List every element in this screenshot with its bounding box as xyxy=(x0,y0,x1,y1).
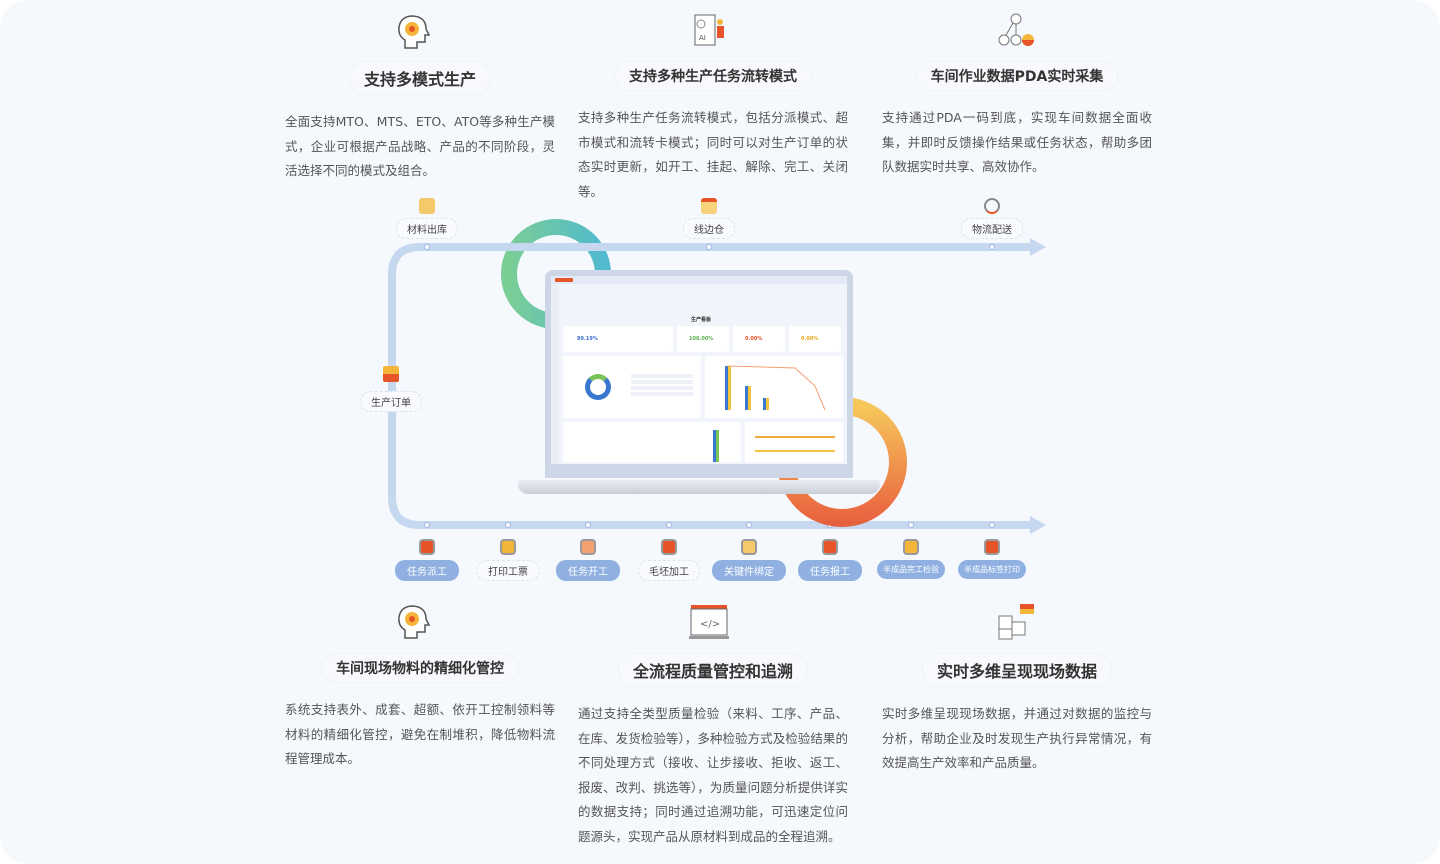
feature-text: 全面支持MTO、MTS、ETO、ATO等多种生产模式，企业可根据产品战略、产品的… xyxy=(285,114,555,178)
feature-title: 支持多模式生产 xyxy=(349,62,490,94)
flow-node-production-order[interactable]: 生产订单 xyxy=(360,391,422,412)
flow-node-step[interactable]: 毛坯加工 xyxy=(638,560,700,581)
flow-node-line-side-warehouse[interactable]: 线边仓 xyxy=(683,218,735,239)
flow-step-icon xyxy=(580,539,596,555)
feature-title: 实时多维呈现现场数据 xyxy=(922,654,1111,686)
feature-text: 支持多种生产任务流转模式，包括分派模式、超市模式和流转卡模式；同时可以对生产订单… xyxy=(578,110,848,199)
bar-line-panel xyxy=(705,356,843,418)
flow-node-step[interactable]: 关键件绑定 xyxy=(712,560,786,581)
feature-quality: 全流程质量管控和追溯 通过支持全类型质量检验（来料、工序、产品、在库、发货检验等… xyxy=(578,654,848,849)
arrow-bottom xyxy=(1030,516,1046,534)
feature-text: 支持通过PDA一码到底，实现车间数据全面收集，并即时反馈操作结果或任务状态，帮助… xyxy=(882,110,1152,174)
logistics-icon xyxy=(984,198,1000,214)
donut-panel xyxy=(563,356,701,418)
flow-node-step[interactable]: 半成品标签打印 xyxy=(958,560,1026,579)
app-logo xyxy=(555,278,573,282)
flow-step-icon xyxy=(822,539,838,555)
svg-text:</>: </> xyxy=(700,619,720,630)
feature-title: 车间现场物料的精细化管控 xyxy=(322,654,518,682)
app-sidebar xyxy=(551,284,559,464)
flow-node-material-out[interactable]: 材料出库 xyxy=(396,218,458,239)
dashboard-screenshot: 生产看板 89.19% 100.00% 0.00% 0.00% xyxy=(551,276,847,464)
feature-title: 支持多种生产任务流转模式 xyxy=(615,62,811,90)
laptop-screen: 生产看板 89.19% 100.00% 0.00% 0.00% xyxy=(545,270,853,478)
flow-node-step[interactable]: 半成品完工检验 xyxy=(877,560,945,579)
puzzle-flag-icon xyxy=(998,604,1034,640)
feature-pda: 车间作业数据PDA实时采集 支持通过PDA一码到底，实现车间数据全面收集，并即时… xyxy=(882,62,1152,180)
kpi-card: 89.19% xyxy=(563,326,673,352)
feature-task-flow: 支持多种生产任务流转模式 支持多种生产任务流转模式，包括分派模式、超市模式和流转… xyxy=(578,62,848,204)
kpi-card: 0.00% xyxy=(733,326,785,352)
trend-panel xyxy=(563,422,741,462)
network-nodes-icon xyxy=(998,13,1034,46)
app-topbar xyxy=(551,276,847,284)
feature-text: 实时多维呈现现场数据，并通过对数据的监控与分析，帮助企业及时发现生产执行异常情况… xyxy=(882,706,1152,770)
flow-step-icon xyxy=(741,539,757,555)
feature-text: 系统支持表外、成套、超额、依开工控制领料等材料的精细化管控，避免在制堆积，降低物… xyxy=(285,702,555,766)
dashboard-title: 生产看板 xyxy=(691,317,712,323)
feature-title: 车间作业数据PDA实时采集 xyxy=(916,62,1118,90)
feature-material-control: 车间现场物料的精细化管控 系统支持表外、成套、超额、依开工控制领料等材料的精细化… xyxy=(285,654,555,772)
head-gear-icon xyxy=(398,15,431,49)
flow-node-logistics[interactable]: 物流配送 xyxy=(961,218,1023,239)
flow-node-step[interactable]: 打印工票 xyxy=(477,560,539,581)
donut-chart xyxy=(585,374,611,400)
flow-node-step[interactable]: 任务开工 xyxy=(556,560,620,581)
progress-panel xyxy=(745,422,843,462)
feature-realtime-data: 实时多维呈现现场数据 实时多维呈现现场数据，并通过对数据的监控与分析，帮助企业及… xyxy=(882,654,1152,776)
laptop-base xyxy=(518,480,880,494)
production-order-icon xyxy=(383,366,399,382)
code-monitor-icon: </> xyxy=(689,605,729,639)
flow-node-step[interactable]: 任务报工 xyxy=(798,560,862,581)
arrow-top xyxy=(1030,238,1046,256)
flow-node-step[interactable]: 任务派工 xyxy=(395,560,459,581)
kpi-card: 0.00% xyxy=(789,326,841,352)
feature-title: 全流程质量管控和追溯 xyxy=(618,654,807,686)
feature-multi-mode: 支持多模式生产 全面支持MTO、MTS、ETO、ATO等多种生产模式，企业可根据… xyxy=(285,62,555,184)
flow-step-icon xyxy=(419,539,435,555)
svg-text:AI: AI xyxy=(699,34,706,42)
feature-text: 通过支持全类型质量检验（来料、工序、产品、在库、发货检验等），多种检验方式及检验… xyxy=(578,706,848,844)
ai-worker-icon: AI xyxy=(694,14,724,46)
kpi-card: 100.00% xyxy=(677,326,729,352)
line-side-warehouse-icon xyxy=(701,198,717,214)
flow-step-icon xyxy=(661,539,677,555)
track-path xyxy=(388,243,1032,529)
flow-step-icon xyxy=(903,539,919,555)
flow-step-icon xyxy=(984,539,1000,555)
material-out-icon xyxy=(419,198,435,214)
head-gear-icon xyxy=(398,605,431,639)
summary-table xyxy=(631,374,693,398)
flow-step-icon xyxy=(500,539,516,555)
